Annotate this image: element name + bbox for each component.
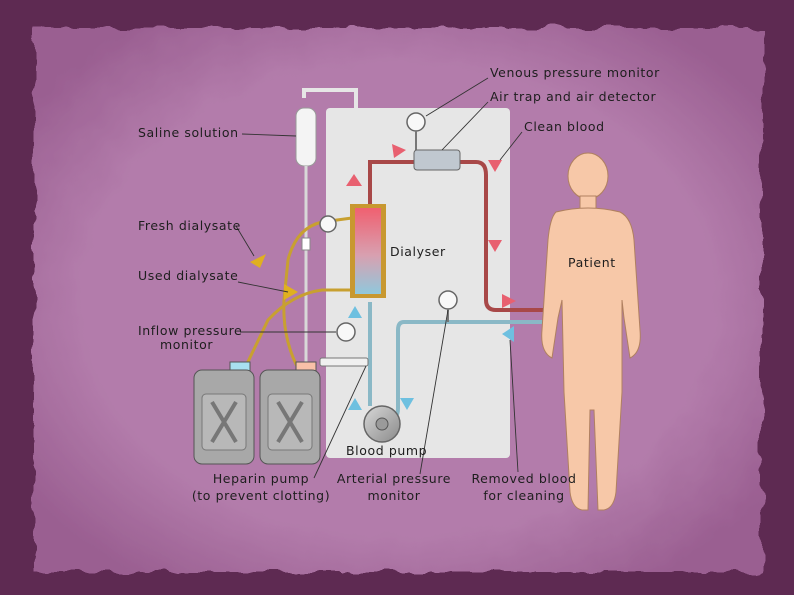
flow-arrow-icon bbox=[392, 144, 406, 158]
air-trap-icon bbox=[413, 149, 461, 171]
label-inflow-pressure-line2: monitor bbox=[160, 337, 214, 352]
label-air-trap: Air trap and air detector bbox=[490, 89, 657, 104]
label-blood-pump: Blood pump bbox=[346, 443, 428, 458]
label-removed-blood-line2: for cleaning bbox=[483, 488, 565, 503]
dialyser-fibres bbox=[355, 208, 381, 294]
label-used-dialysate: Used dialysate bbox=[138, 268, 239, 283]
label-saline-solution: Saline solution bbox=[138, 125, 239, 140]
label-heparin-pump-line2: (to prevent clotting) bbox=[191, 488, 331, 503]
label-arterial-pressure-line2: monitor bbox=[367, 488, 421, 503]
saline-clamp bbox=[301, 237, 311, 251]
flow-arrow-icon bbox=[348, 398, 362, 410]
flow-arrow-icon bbox=[250, 254, 266, 268]
used-dialysate-canister bbox=[259, 361, 321, 465]
patient-figure bbox=[541, 152, 641, 511]
fresh-dialysate-canister bbox=[193, 361, 255, 465]
flow-arrow-icon bbox=[502, 294, 516, 308]
flow-arrow-icon bbox=[346, 174, 362, 186]
arterial-pressure-gauge-icon bbox=[438, 290, 458, 310]
label-inflow-pressure-line1: Inflow pressure bbox=[138, 323, 243, 338]
label-dialyser: Dialyser bbox=[390, 244, 446, 259]
label-venous-pressure-monitor: Venous pressure monitor bbox=[490, 65, 660, 80]
label-clean-blood: Clean blood bbox=[524, 119, 605, 134]
label-fresh-dialysate: Fresh dialysate bbox=[138, 218, 241, 233]
label-patient: Patient bbox=[568, 255, 616, 270]
saline-bag bbox=[295, 107, 317, 167]
label-arterial-pressure-line1: Arterial pressure bbox=[336, 471, 452, 486]
fresh-dialysate-tube bbox=[282, 216, 353, 373]
venous-pressure-gauge-icon bbox=[406, 112, 426, 132]
flow-arrow-icon bbox=[348, 306, 362, 318]
flow-arrow-icon bbox=[488, 160, 502, 172]
flow-arrow-icon bbox=[284, 284, 298, 300]
used-dialysate-tube bbox=[242, 288, 352, 371]
clean-blood-tube bbox=[368, 160, 546, 312]
flow-arrow-icon bbox=[502, 326, 514, 342]
label-heparin-pump-line1: Heparin pump bbox=[212, 471, 310, 486]
inflow-pressure-gauge-icon bbox=[336, 322, 356, 342]
saline-hook bbox=[302, 88, 358, 108]
dialysate-gauge-icon bbox=[319, 215, 337, 233]
flow-arrow-icon bbox=[400, 398, 414, 410]
flow-arrow-icon bbox=[488, 240, 502, 252]
heparin-syringe-icon bbox=[319, 357, 369, 367]
leader-lines bbox=[235, 77, 523, 479]
label-removed-blood-line1: Removed blood bbox=[471, 471, 577, 486]
